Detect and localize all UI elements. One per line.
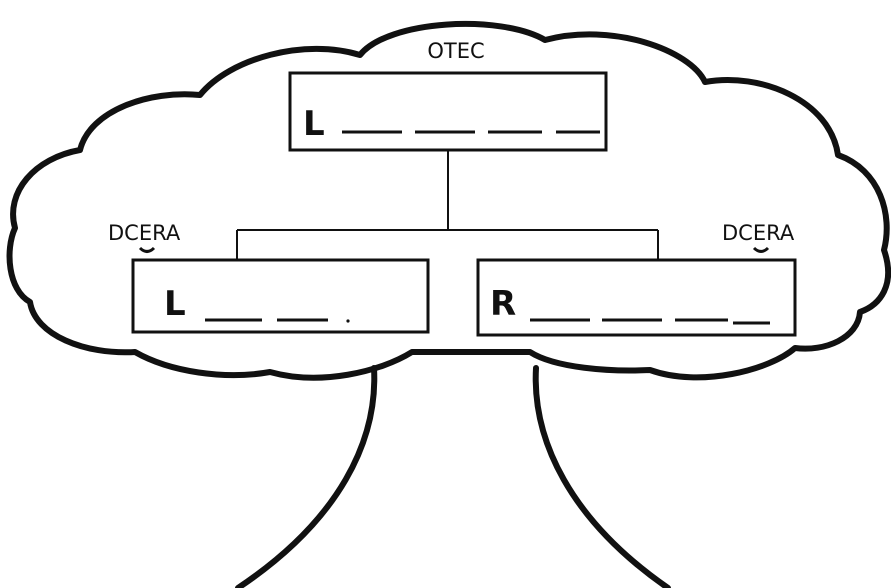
right-node-blanks	[530, 318, 770, 325]
tree-canopy-outline	[6, 20, 891, 381]
left-node-caption-mark	[138, 246, 156, 253]
top-node: OTEC L	[288, 39, 608, 152]
left-node-letter: L	[164, 284, 186, 324]
left-node-blanks	[205, 318, 350, 323]
blank-dot	[346, 319, 350, 323]
top-node-box	[288, 71, 608, 152]
right-node-caption-mark	[752, 246, 770, 253]
left-node-caption: DCERA	[108, 221, 181, 245]
left-node: DCERA L	[108, 221, 430, 334]
right-node-letter: R	[490, 284, 516, 324]
top-node-caption: OTEC	[427, 39, 484, 63]
right-node-caption: DCERA	[722, 221, 795, 245]
trunk-right-line	[532, 365, 671, 588]
top-node-letter: L	[303, 104, 325, 144]
trunk-left-line	[235, 365, 378, 588]
right-node: DCERA R	[476, 221, 797, 337]
